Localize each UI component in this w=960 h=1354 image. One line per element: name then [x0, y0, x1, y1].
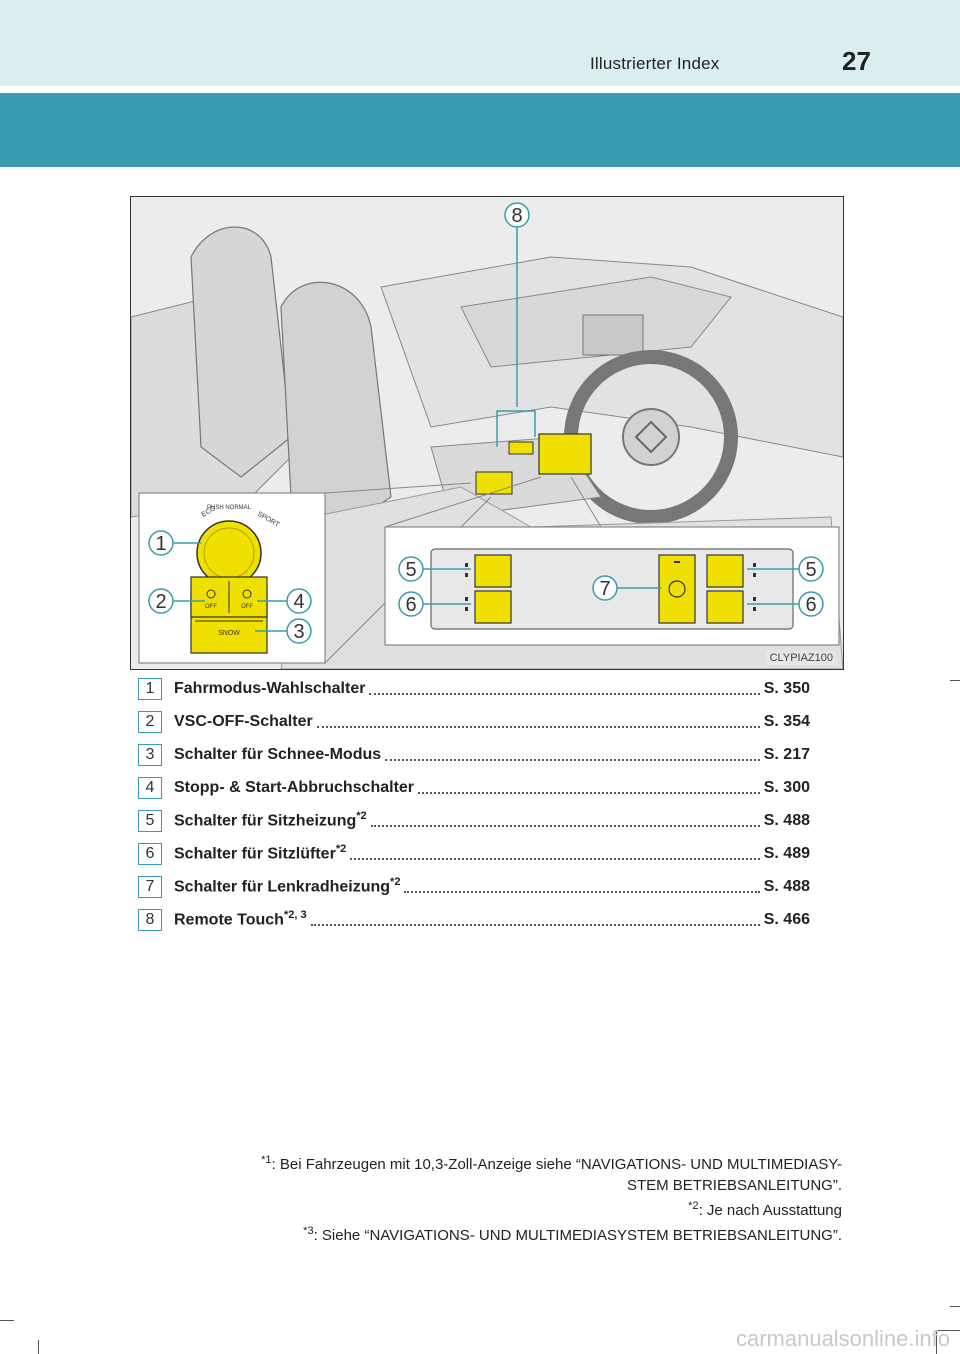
legend-row: 3 Schalter für Schnee-Modus S. 217 [138, 738, 810, 771]
page-reference-link[interactable]: S. 488 [763, 811, 810, 829]
footnotes: *1: Bei Fahrzeugen mit 10,3-Zoll-Anzeige… [120, 1150, 842, 1246]
legend-footnote-ref: *2, 3 [283, 909, 307, 922]
leader-dots [404, 890, 760, 893]
crop-mark [38, 1340, 39, 1354]
page-reference-link[interactable]: S. 466 [763, 910, 810, 928]
snow-label: SNOW [218, 630, 240, 637]
footnote-mark: *3 [303, 1225, 314, 1237]
vsc-off-label: OFF [205, 604, 217, 610]
legend-number: 7 [138, 875, 162, 898]
legend-row: 4 Stopp- & Start-Abbruchschalter S. 300 [138, 771, 810, 804]
crop-mark [936, 1330, 960, 1331]
legend-row: 1 Fahrmodus-Wahlschalter S. 350 [138, 672, 810, 705]
leader-dots [385, 758, 760, 761]
callout-2: 2 [155, 591, 166, 613]
legend-footnote-ref: *2 [356, 810, 367, 823]
legend-list: 1 Fahrmodus-Wahlschalter S. 350 2 VSC-OFF-Sc… [138, 672, 810, 936]
illustration-drawing: 8 ECO PUSH NORMAL SPORT OFF OFF SNOW 1 2… [131, 197, 843, 669]
legend-number: 2 [138, 710, 162, 733]
crop-mark [950, 680, 960, 681]
callout-3: 3 [293, 621, 304, 643]
page-reference-link[interactable]: S. 488 [763, 877, 810, 895]
leader-dots [418, 791, 760, 794]
legend-footnote-ref: *2 [335, 843, 347, 856]
legend-footnote-ref: *2 [390, 876, 401, 889]
watermark: carmanualsonline.info [735, 1326, 950, 1351]
page-number: 27 [842, 46, 871, 76]
page-reference-link[interactable]: S. 354 [763, 712, 810, 730]
callout-7: 7 [599, 578, 610, 600]
legend-label: Schalter für Lenkradheizung*2 [174, 876, 401, 896]
footnote-text: : Je nach Ausstattung [698, 1202, 842, 1219]
crop-mark [0, 1320, 14, 1321]
leader-dots [316, 725, 760, 728]
footnote-2: *2: Je nach Ausstattung [120, 1196, 842, 1221]
legend-row: 6 Schalter für Sitzlüfter*2 S. 489 [138, 837, 810, 870]
legend-row: 2 VSC-OFF-Schalter S. 354 [138, 705, 810, 738]
legend-number: 6 [138, 842, 162, 865]
legend-label: Stopp- & Start-Abbruchschalter [174, 778, 415, 796]
leader-dots [350, 857, 760, 860]
footnote-mark: *1 [261, 1154, 272, 1166]
stop-start-off-label: OFF [241, 604, 253, 610]
page-reference-link[interactable]: S. 217 [763, 745, 810, 763]
legend-number: 4 [138, 776, 162, 799]
callout-6-left: 6 [405, 594, 416, 616]
callout-4: 4 [293, 591, 304, 613]
leader-dots [369, 692, 760, 695]
car-interior-illustration: 8 ECO PUSH NORMAL SPORT OFF OFF SNOW 1 2… [130, 196, 844, 670]
footnote-1-cont: STEM BETRIEBSANLEITUNG”. [626, 1177, 842, 1194]
page-reference-link[interactable]: S. 350 [763, 679, 810, 697]
legend-row: 7 Schalter für Lenkradheizung*2 S. 488 [138, 870, 810, 903]
callout-1: 1 [155, 533, 166, 555]
leader-dots [370, 824, 760, 827]
legend-label: Fahrmodus-Wahlschalter [174, 679, 366, 697]
footnote-3: *3: Siehe “NAVIGATIONS- UND MULTIMEDIASY… [120, 1221, 842, 1246]
legend-number: 8 [138, 908, 162, 931]
legend-number: 5 [138, 809, 162, 832]
legend-label: Schalter für Sitzlüfter*2 [174, 843, 347, 863]
image-code: CLYPIAZ100 [765, 651, 837, 665]
callout-5-right: 5 [805, 559, 816, 581]
header-bar [0, 0, 960, 86]
page-reference-link[interactable]: S. 489 [763, 844, 810, 862]
crop-mark [950, 1306, 960, 1307]
section-title: Illustrierter Index [590, 54, 720, 73]
legend-label: VSC-OFF-Schalter [174, 712, 313, 730]
legend-number: 3 [138, 743, 162, 766]
footnote-text: : Bei Fahrzeugen mit 10,3-Zoll-Anzeige s… [271, 1156, 842, 1173]
callout-6-right: 6 [805, 594, 816, 616]
legend-label: Schalter für Schnee-Modus [174, 745, 382, 763]
legend-row: 5 Schalter für Sitzheizung*2 S. 488 [138, 804, 810, 837]
footnote-1: *1: Bei Fahrzeugen mit 10,3-Zoll-Anzeige… [120, 1150, 842, 1175]
crop-mark [936, 1330, 937, 1354]
leader-dots [310, 923, 760, 926]
footnote-mark: *2 [688, 1200, 699, 1212]
footnote-text: : Siehe “NAVIGATIONS- UND MULTIMEDIASYST… [313, 1227, 842, 1244]
callout-5-left: 5 [405, 559, 416, 581]
legend-label: Remote Touch*2, 3 [174, 909, 307, 929]
legend-number: 1 [138, 677, 162, 700]
push-normal-label: PUSH NORMAL [207, 505, 252, 511]
callout-8: 8 [511, 205, 522, 227]
header-band [0, 93, 960, 167]
legend-label: Schalter für Sitzheizung*2 [174, 810, 367, 830]
page-reference-link[interactable]: S. 300 [763, 778, 810, 796]
legend-row: 8 Remote Touch*2, 3 S. 466 [138, 903, 810, 936]
